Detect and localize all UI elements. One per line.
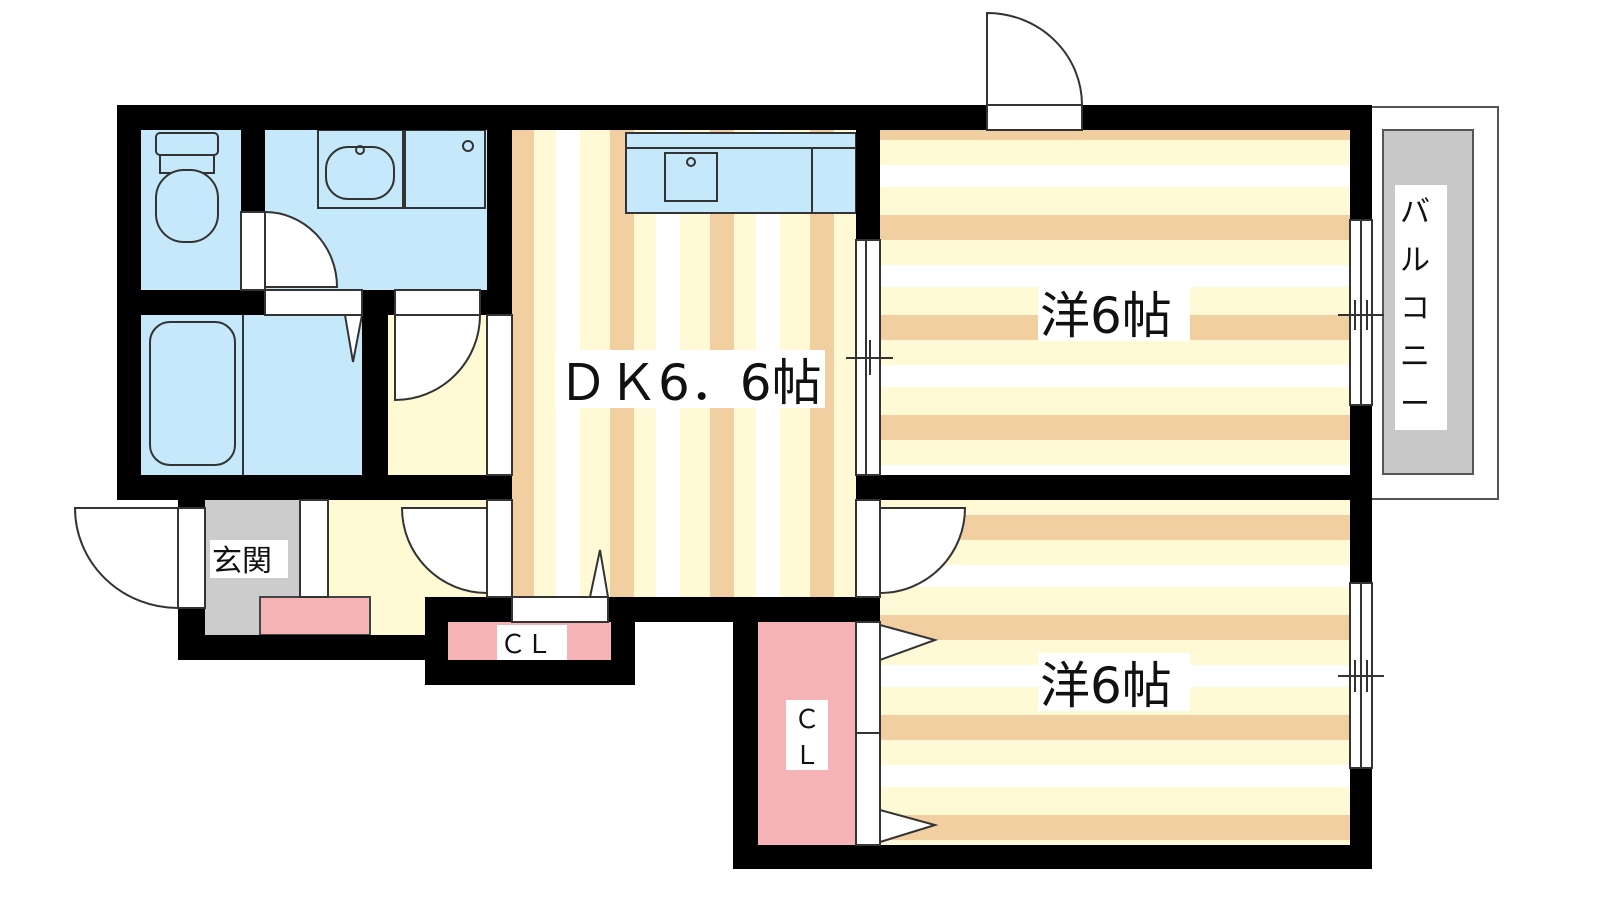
shoe-cabinet bbox=[259, 596, 371, 636]
balcony-label: バ ル コ ニ ー bbox=[1400, 195, 1430, 422]
dk-entry-door-swing bbox=[400, 499, 513, 598]
window-upper-right bbox=[1338, 219, 1384, 406]
closet-tall-label-l: Ｌ bbox=[794, 741, 820, 771]
western-room-lower-label: 洋6帖 bbox=[1040, 657, 1172, 715]
balcony-char-1: バ bbox=[1400, 195, 1430, 230]
bath-door bbox=[264, 289, 364, 363]
top-door-swing bbox=[986, 11, 1084, 131]
wash-basin-icon bbox=[317, 129, 486, 209]
balcony-char-5: ー bbox=[1400, 387, 1430, 422]
west-upper-sliding-door bbox=[846, 239, 893, 476]
kitchen-counter-icon bbox=[625, 132, 857, 214]
closet-tall-doors bbox=[855, 621, 939, 846]
closet-small-label: ＣＬ bbox=[500, 630, 552, 660]
closet-tall-label-c: Ｃ bbox=[794, 705, 820, 735]
room-labels: ＤＫ6．6帖 洋6帖 洋6帖 玄関 ＣＬ Ｃ Ｌ バ ル コ ニ ー bbox=[210, 195, 1430, 771]
front-door-swing bbox=[73, 507, 206, 610]
window-lower-right bbox=[1338, 582, 1384, 769]
balcony-char-3: コ bbox=[1400, 291, 1430, 326]
western-room-upper-label: 洋6帖 bbox=[1040, 287, 1172, 345]
toilet-door-swing bbox=[240, 210, 339, 291]
dk-label: ＤＫ6．6帖 bbox=[558, 354, 822, 412]
closet-small-door bbox=[511, 549, 610, 623]
entrance-label: 玄関 bbox=[212, 544, 272, 579]
toilet-icon bbox=[155, 132, 219, 243]
walls bbox=[117, 105, 1372, 869]
fixtures bbox=[149, 129, 857, 475]
hall-door-swing bbox=[394, 289, 482, 402]
bathtub-icon bbox=[149, 315, 244, 475]
balcony-char-2: ル bbox=[1400, 243, 1430, 278]
balcony bbox=[1369, 106, 1499, 500]
doors bbox=[73, 11, 1384, 846]
west-lower-door-swing bbox=[855, 499, 967, 598]
balcony-char-4: ニ bbox=[1400, 339, 1430, 374]
